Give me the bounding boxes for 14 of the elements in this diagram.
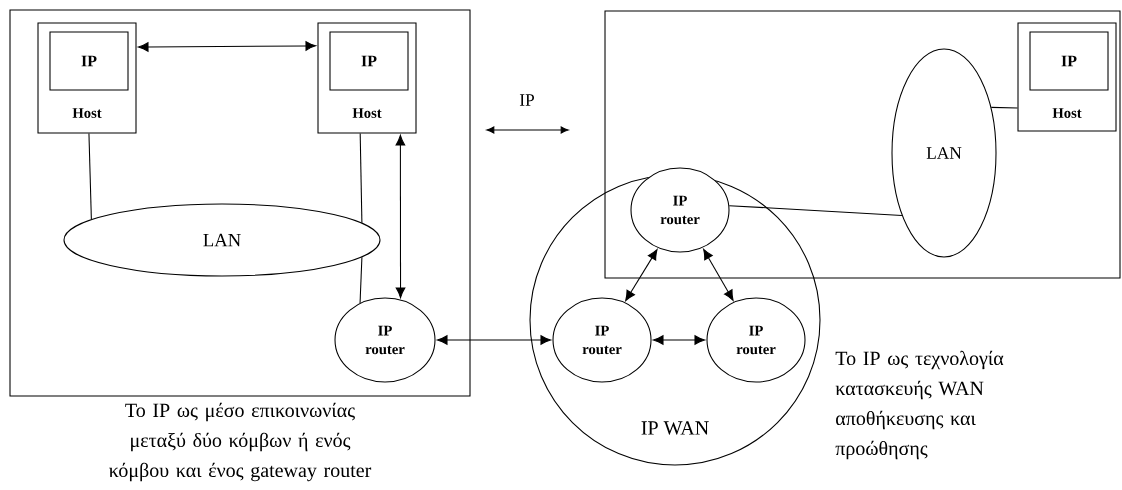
- connector-arrow: [137, 41, 317, 52]
- connector-arrow: [652, 335, 706, 345]
- host-box: IP Host: [1017, 22, 1117, 132]
- connector-arrow: [436, 335, 552, 345]
- network-box: [9, 9, 471, 397]
- connector-arrow: [703, 248, 734, 301]
- connector-arrow: [395, 134, 406, 299]
- host-box: IP Host: [317, 22, 417, 134]
- host-box: IP Host: [37, 22, 137, 134]
- caption-text: Το IP ως μέσο επικοινωνίας μεταξύ δύο κόμβων ή ενός κόμβου και ένος gateway router: [109, 402, 372, 482]
- connector-arrow: [625, 249, 658, 302]
- caption-text: Το IP ως τεχνολογία κατασκευής WAN αποθήκευσης και προώθησης: [835, 350, 1004, 460]
- caption-text: IP: [519, 94, 534, 106]
- network-box: [604, 10, 1121, 279]
